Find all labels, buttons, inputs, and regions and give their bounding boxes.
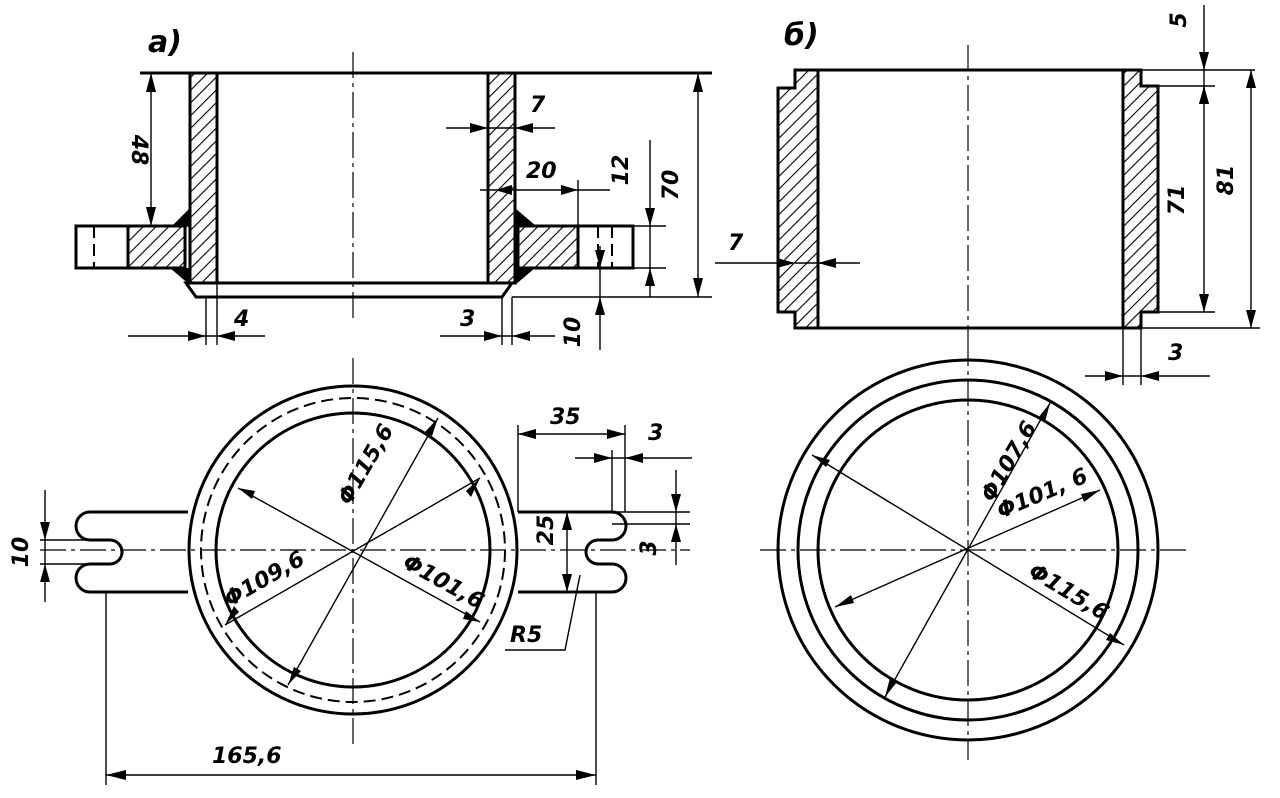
dim-r5: R5 [510,623,542,648]
dim-10-slot: 10 [9,537,34,568]
dim-7-b: 7 [728,231,744,256]
left-lug-section [126,224,187,270]
plan-b: Φ107,6 Φ101, 6 Φ115,6 [760,340,1190,760]
dim-3-side: 3 [637,540,662,555]
dim-81: 81 [1214,165,1239,196]
dim-4: 4 [233,307,249,332]
left-lug-end [74,224,130,270]
dim-165-6: 165,6 [212,744,282,769]
dim-71: 71 [1165,185,1190,216]
dim-3-top: 3 [648,421,663,446]
right-lug-section [516,224,580,270]
dim-20: 20 [526,159,557,184]
left-wall-b [776,68,820,330]
view-a-label: а) [148,25,182,60]
dim-70: 70 [659,170,684,201]
dim-25: 25 [534,515,559,546]
right-lug-end [576,224,635,270]
right-wall-b [1121,68,1160,330]
bottom-plate [183,281,515,299]
left-wall-section [188,71,219,285]
right-wall-section [486,71,517,285]
dim-3-bottom: 3 [460,307,475,332]
view-a-section: а) 48 7 [74,25,712,350]
left-lug-plan [74,510,188,594]
dim-10-bottom: 10 [561,317,586,348]
view-b-section: б) 5 71 81 7 [715,5,1260,385]
dim-35: 35 [550,405,581,430]
plan-a: Φ115,6 Φ109,6 Φ101,6 10 35 3 25 [9,358,692,785]
dim-12: 12 [609,155,634,186]
dim-5: 5 [1167,12,1192,27]
dim-7-wall: 7 [530,93,546,118]
dim-48: 48 [126,134,151,166]
view-b-label: б) [784,18,819,53]
dim-3-b: 3 [1168,341,1183,366]
